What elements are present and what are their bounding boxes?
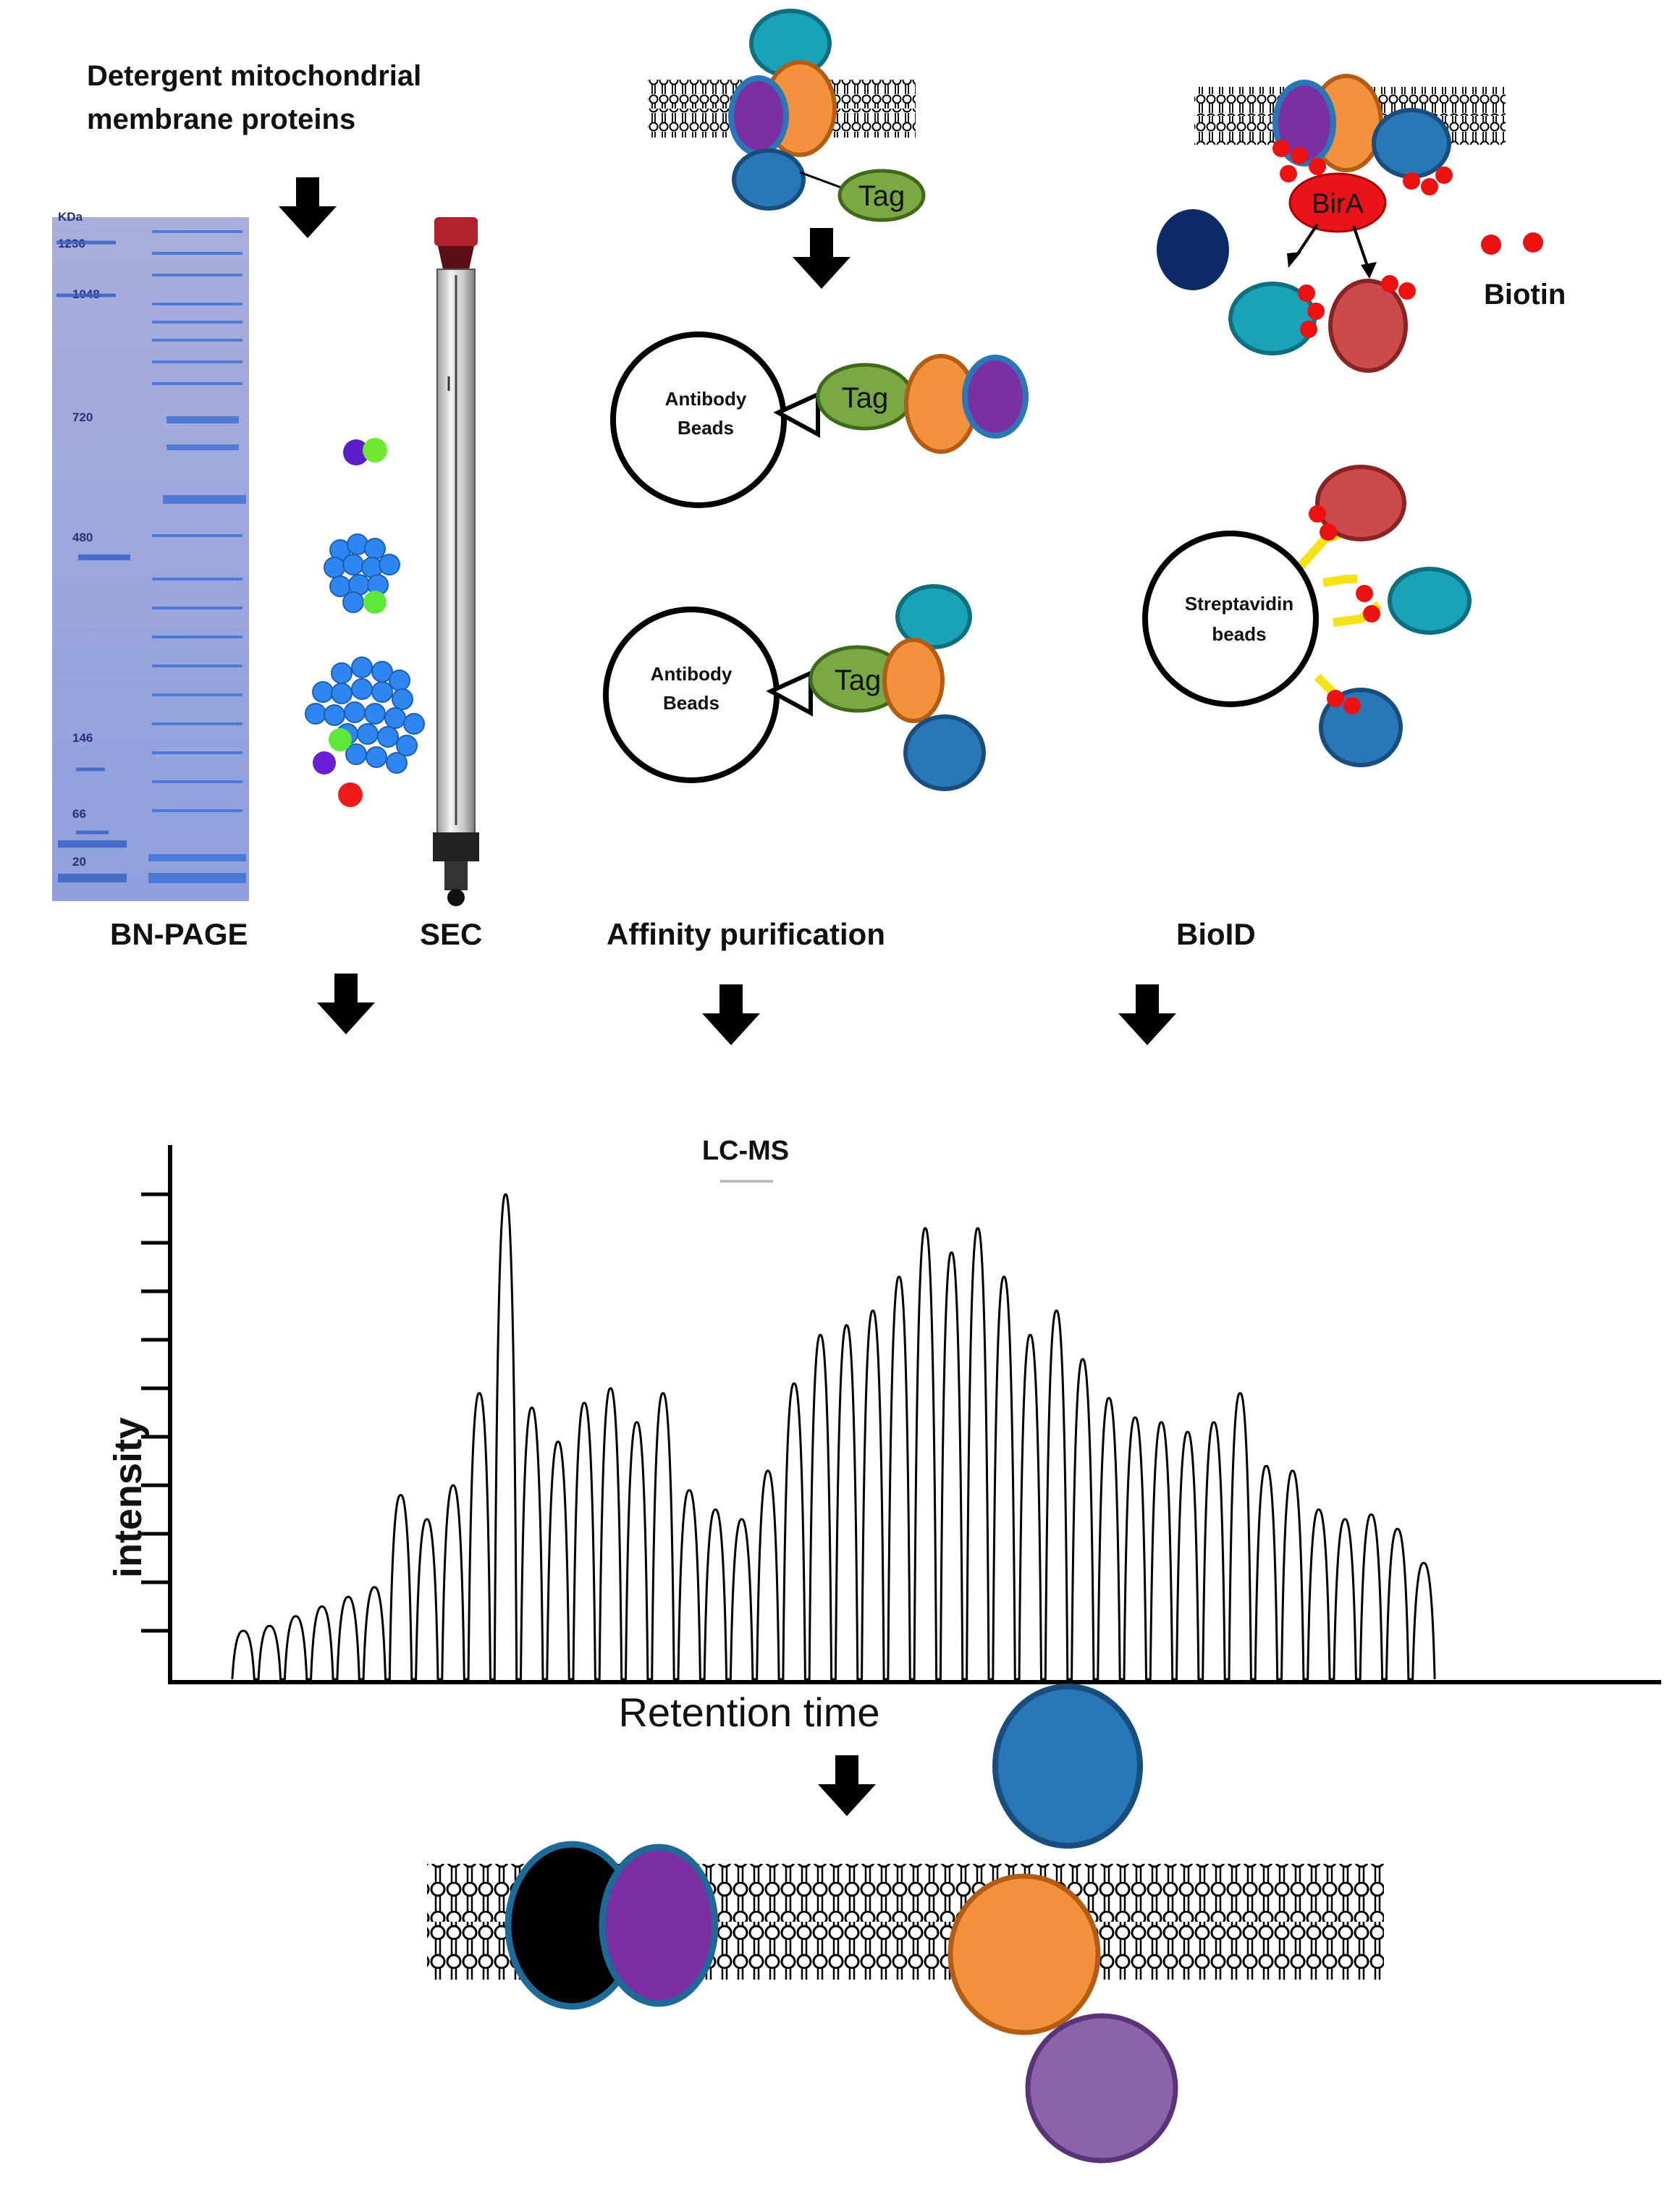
chart-title: LC-MS (702, 1136, 789, 1166)
gel-marker-20: 20 (72, 855, 86, 869)
tag-label-2: Tag (835, 664, 882, 696)
gel-marker-66: 66 (72, 807, 86, 821)
bioid-complex: BirA (1267, 74, 1453, 279)
biotin-label: Biotin (1484, 279, 1566, 311)
sec-column-icon (433, 217, 479, 906)
antibody-beads-1: Antibody Beads Tag (610, 332, 1029, 508)
chromatogram-trace (231, 1193, 1436, 1681)
bioid-label: BioID (1176, 917, 1256, 951)
lcms-chart: LC-MS intensity Retention time (106, 1136, 1661, 1735)
gel-unit-label: KDa (58, 210, 83, 224)
gel-marker-480: 480 (72, 531, 93, 544)
down-arrow-icon (793, 228, 850, 289)
gel-marker-146: 146 (72, 731, 93, 745)
down-arrow-icon (818, 1755, 876, 1816)
down-arrow-icon (702, 984, 760, 1045)
final-complex-left (505, 1841, 719, 2010)
sec-complexes (305, 438, 425, 807)
input-label-line1: Detergent mitochondrial (87, 60, 421, 92)
final-complex-right (947, 1684, 1178, 2164)
down-arrow-icon (317, 974, 375, 1034)
bira-label: BirA (1312, 189, 1364, 219)
sec-label: SEC (420, 917, 482, 951)
streptavidin-line2: beads (1212, 623, 1266, 645)
affinity-complex: Tag (728, 9, 926, 222)
chart-axes (168, 1145, 1661, 1684)
x-axis-label: Retention time (618, 1689, 879, 1735)
bioid-free-proteins: Biotin (1157, 209, 1566, 373)
gel-marker-720: 720 (72, 410, 93, 424)
y-axis-label: intensity (106, 1417, 150, 1578)
affinity-label: Affinity purification (607, 917, 885, 951)
input-label-line2: membrane proteins (87, 104, 355, 135)
down-arrow-icon (279, 177, 337, 238)
tag-label-top: Tag (858, 180, 906, 212)
streptavidin-beads: Streptavidin beads (1142, 465, 1472, 767)
tag-label-1: Tag (842, 382, 889, 414)
bn-page-gel: KDa 1236 1048 720 480 146 66 20 (52, 210, 249, 901)
y-ticks (141, 1192, 170, 1633)
streptavidin-line1: Streptavidin (1185, 593, 1293, 615)
antibody-beads-1-line1: Antibody (665, 388, 747, 410)
antibody-beads-1-line2: Beads (678, 417, 734, 439)
down-arrow-icon (1118, 984, 1176, 1045)
antibody-beads-2-line1: Antibody (651, 663, 733, 685)
bn-page-label: BN-PAGE (110, 917, 248, 951)
antibody-beads-2: Antibody Beads Tag (603, 584, 986, 791)
antibody-beads-2-line2: Beads (663, 692, 719, 714)
